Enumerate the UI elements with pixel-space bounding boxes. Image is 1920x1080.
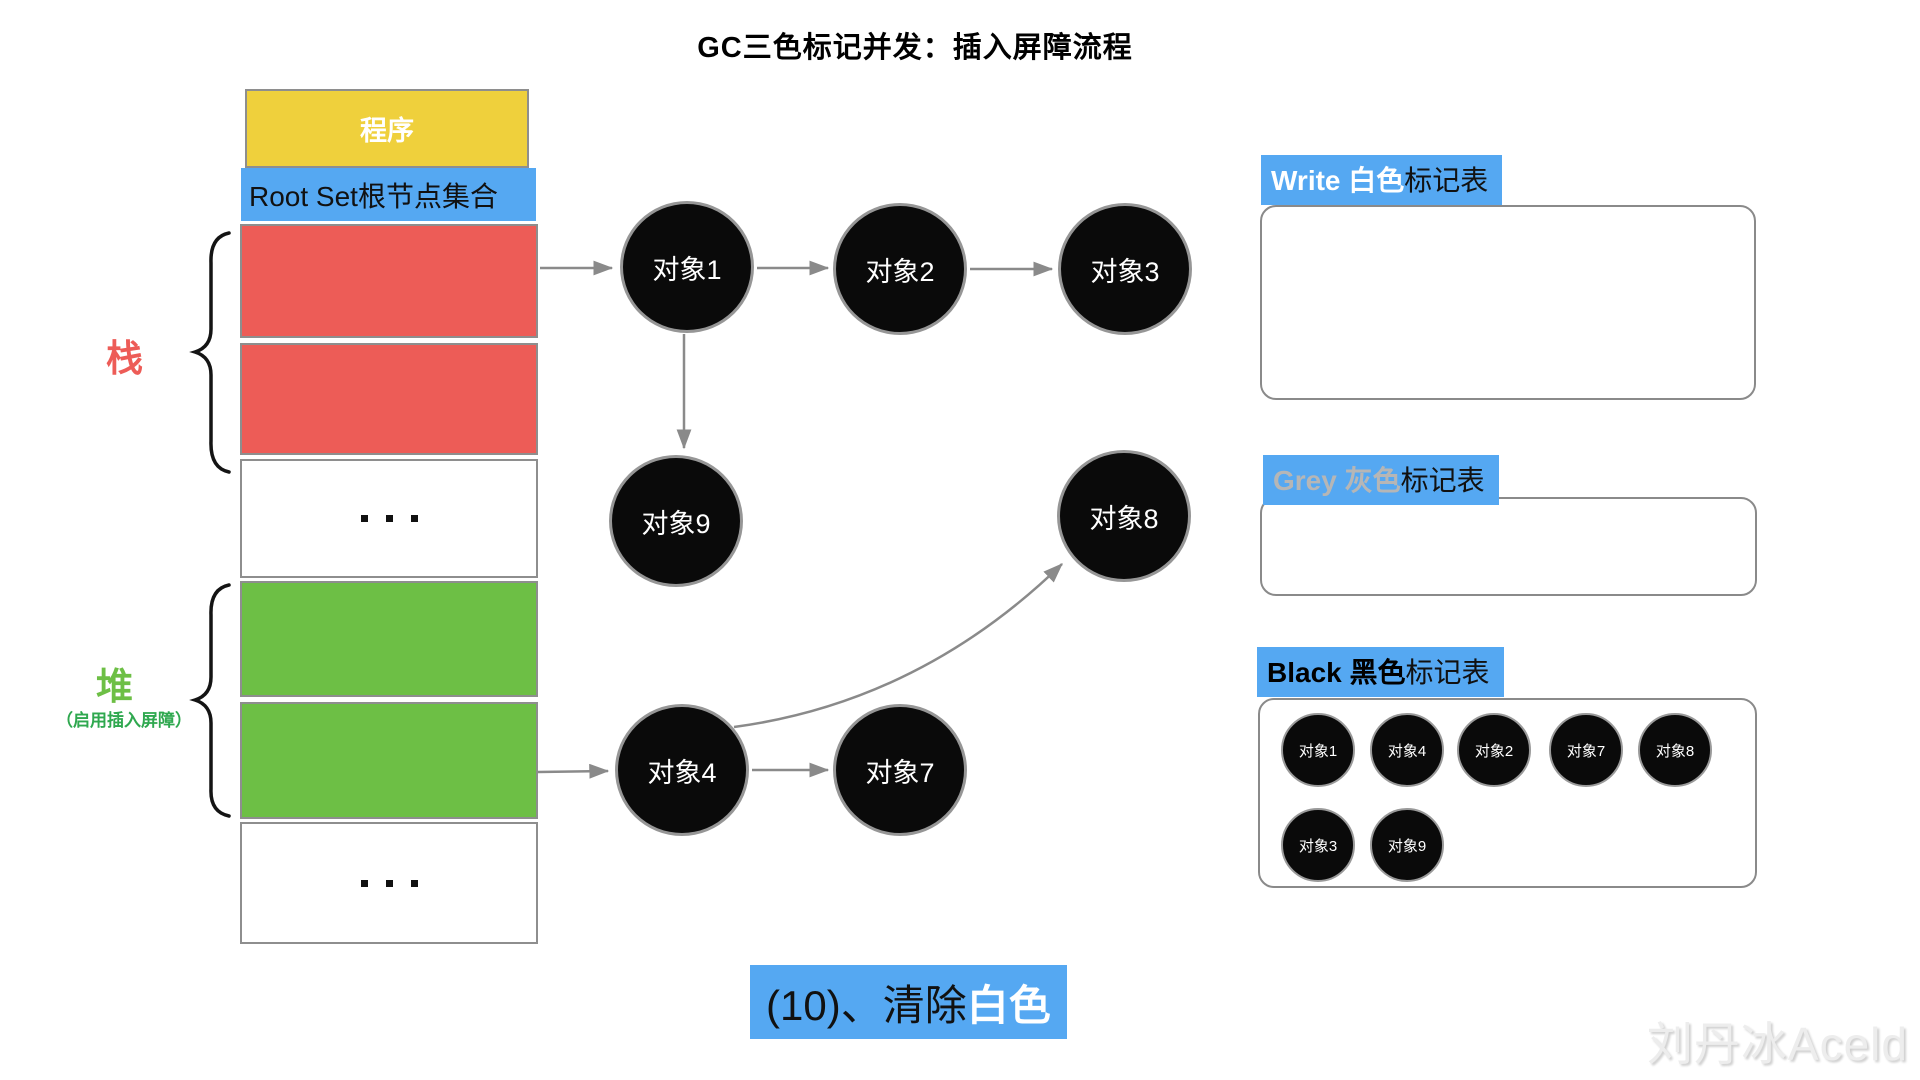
watermark: 刘丹冰Aceld (1646, 1018, 1908, 1070)
graph-node-obj3: 对象3 (1058, 203, 1192, 335)
black-table-item: 对象4 (1370, 713, 1444, 787)
step-caption-text: (10)、清除 (766, 981, 967, 1029)
heap-slot-used-2 (240, 702, 538, 819)
heap-slot-used-1 (240, 581, 538, 697)
graph-node-obj4: 对象4 (615, 704, 749, 836)
stack-slot-used-2 (240, 343, 538, 455)
black-table-item: 对象1 (1281, 713, 1355, 787)
black-table-item: 对象9 (1370, 808, 1444, 882)
black-table-label-en: Black 黑色 (1267, 657, 1406, 688)
grey-table-label: Grey 灰色标记表 (1263, 455, 1499, 505)
graph-node-obj1: 对象1 (620, 201, 754, 333)
black-table-item: 对象7 (1549, 713, 1623, 787)
black-table-item: 对象8 (1638, 713, 1712, 787)
graph-node-obj9: 对象9 (609, 455, 743, 587)
grey-table-label-cn: 标记表 (1400, 465, 1485, 496)
heap-note: （启用插入屏障） (56, 711, 192, 730)
black-table-item: 对象3 (1281, 808, 1355, 882)
black-table-label: Black 黑色标记表 (1257, 647, 1504, 697)
step-caption-highlight: 白色 (966, 981, 1051, 1029)
heap-brace (189, 583, 231, 818)
graph-node-obj7: 对象7 (833, 704, 967, 836)
black-table-item: 对象2 (1457, 713, 1531, 787)
stack-label: 栈 (106, 338, 143, 379)
arrow-heap-to-obj4 (537, 763, 610, 779)
stack-slot-empty (240, 459, 538, 578)
rootset-box: Root Set根节点集合 (241, 168, 536, 221)
ellipsis-icon (360, 515, 418, 522)
graph-node-obj8: 对象8 (1057, 450, 1191, 582)
white-table-label: Write 白色标记表 (1261, 155, 1503, 205)
grey-table-label-en: Grey 灰色 (1273, 465, 1401, 496)
graph-node-obj2: 对象2 (833, 203, 967, 335)
stack-brace (189, 231, 231, 474)
step-caption: (10)、清除白色 (750, 965, 1067, 1039)
white-table-box (1260, 205, 1756, 400)
white-table-label-cn: 标记表 (1404, 165, 1489, 196)
heap-label: 堆 (96, 666, 133, 707)
arrow-obj4-to-obj8 (733, 563, 1063, 729)
black-table-label-cn: 标记表 (1405, 657, 1490, 688)
grey-table-box (1260, 497, 1757, 596)
ellipsis-icon (360, 879, 418, 887)
white-table-label-en: Write 白色 (1271, 165, 1405, 196)
heap-slot-empty (240, 822, 538, 944)
program-box: 程序 (245, 89, 529, 168)
page-title: GC三色标记并发：插入屏障流程 (697, 32, 1133, 64)
stack-slot-used-1 (240, 224, 538, 338)
